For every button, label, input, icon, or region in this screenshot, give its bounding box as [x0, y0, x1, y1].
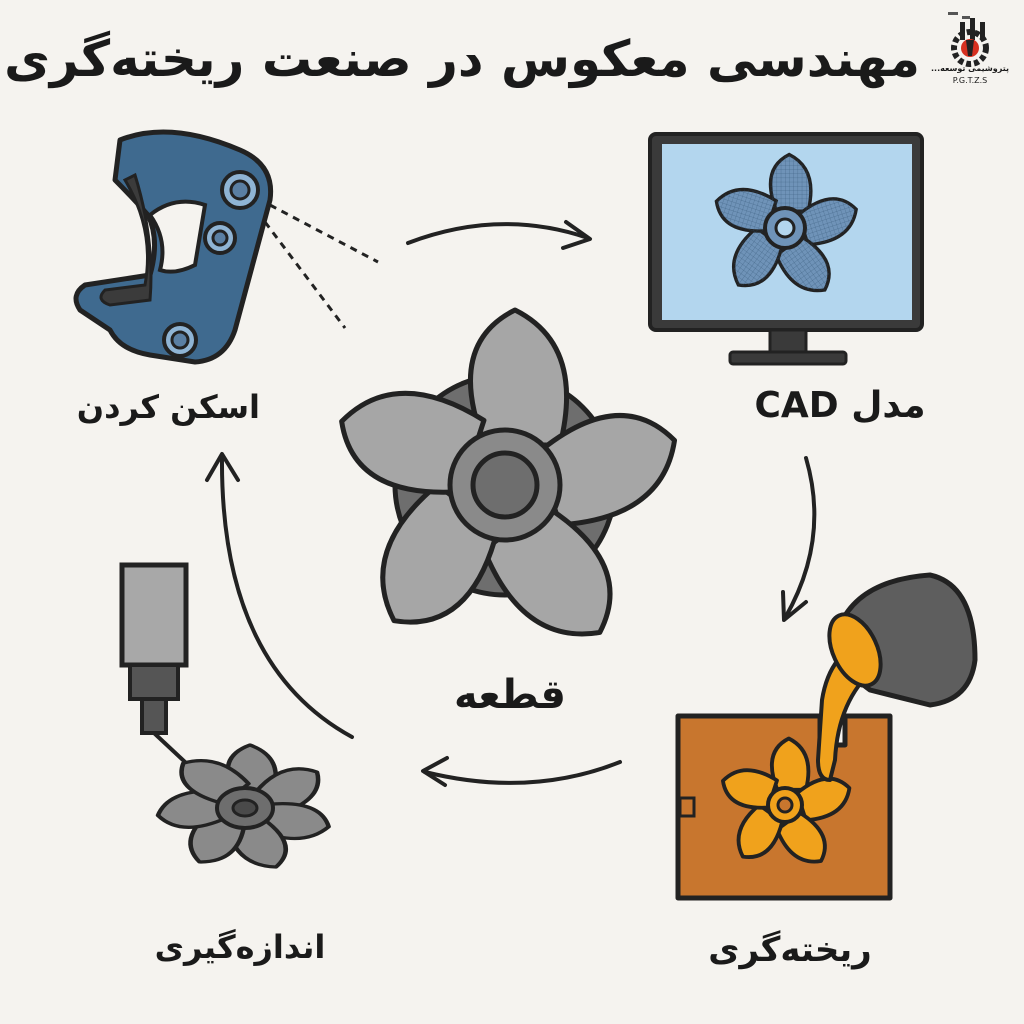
arrow-measure-to-scan-head — [205, 452, 240, 482]
casting-mold-icon — [675, 572, 978, 901]
step-label-casting: ریخته‌گری — [708, 930, 872, 970]
arrow-scan-to-cad — [406, 222, 590, 245]
step-label-scan: اسکن کردن — [76, 388, 260, 426]
page-title: مهندسی معکوس در صنعت ریخته‌گری — [4, 30, 920, 88]
3d-scanner-icon — [73, 129, 379, 365]
arrow-cad-to-casting-head — [781, 590, 808, 622]
arrow-casting-to-measure — [423, 760, 622, 785]
cycle-arrows — [205, 220, 817, 787]
arrow-measure-to-scan — [219, 454, 354, 739]
arrow-casting-to-measure-head — [421, 756, 449, 787]
logo-abbreviation: P.G.T.Z.S — [952, 76, 988, 85]
logo-company-name: پتروشیمی توسعه... — [931, 64, 1009, 73]
cad-monitor-icon — [648, 132, 924, 366]
arrow-cad-to-casting — [783, 456, 817, 620]
company-logo — [948, 12, 989, 67]
arrow-scan-to-cad-head — [561, 220, 592, 250]
step-label-part: قطعه — [454, 672, 566, 718]
step-label-cad: مدل CAD — [754, 385, 926, 426]
measuring-probe-icon — [119, 562, 334, 875]
step-label-measure: اندازه‌گیری — [154, 928, 326, 966]
central-part-icon — [328, 310, 691, 663]
